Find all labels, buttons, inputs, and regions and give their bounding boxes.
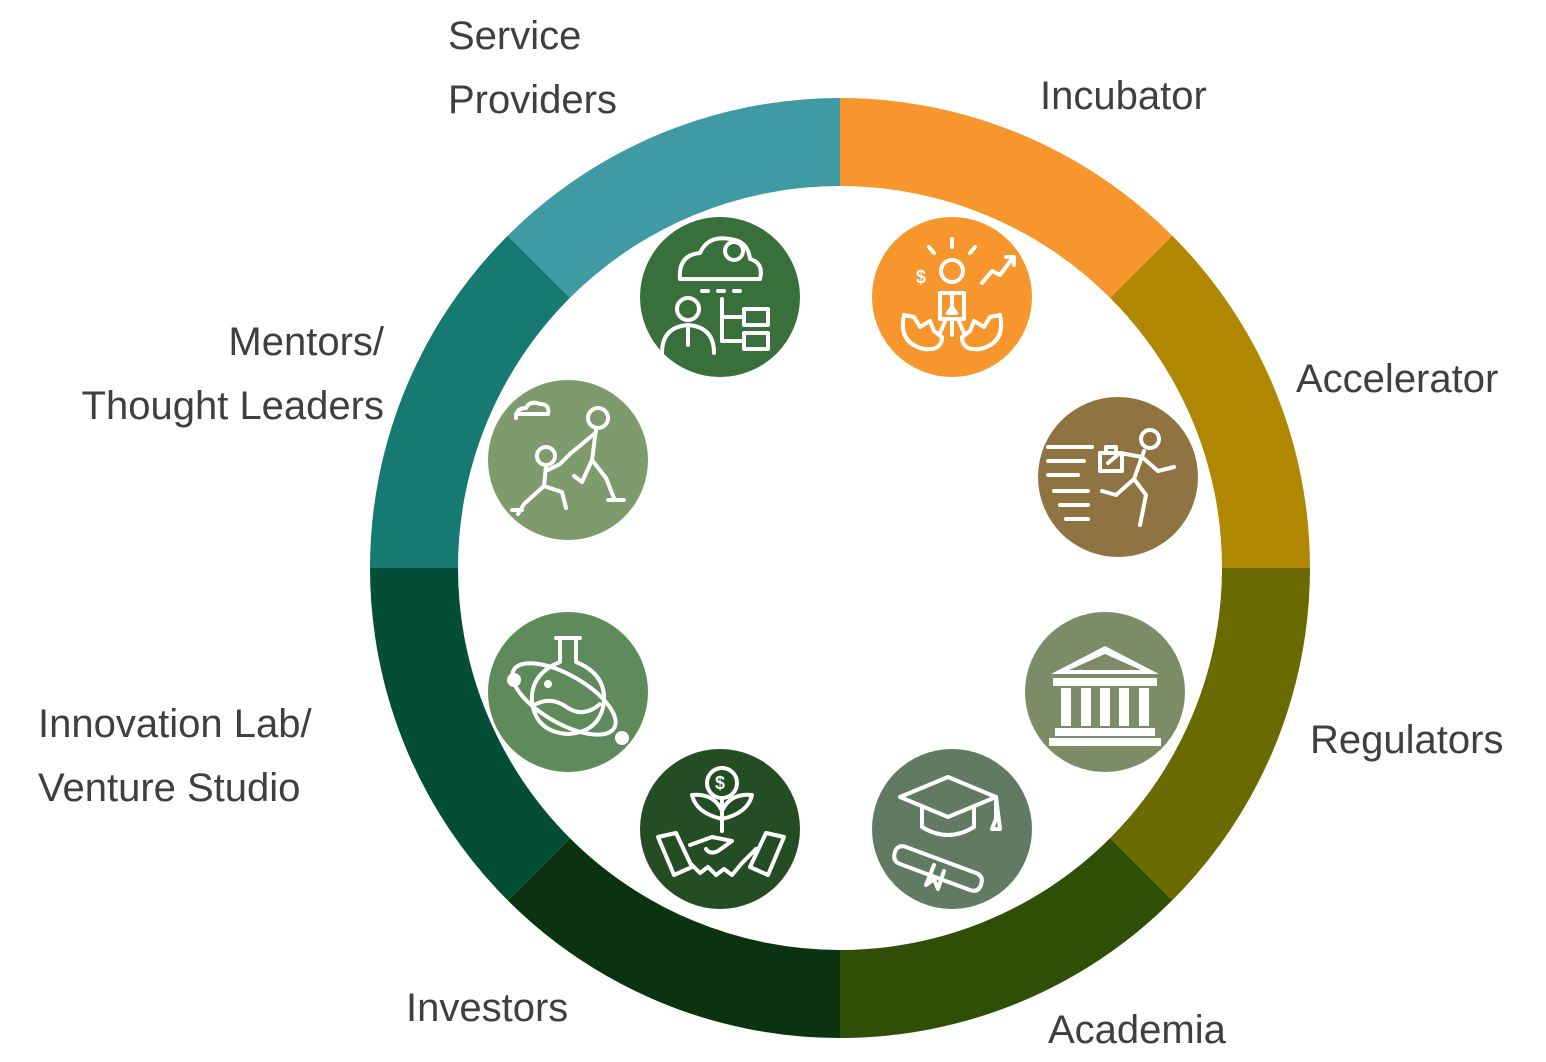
label-investors-line: Investors (406, 986, 569, 1030)
segment-regulators (1110, 568, 1310, 901)
label-mentors: Mentors/ Thought Leaders (82, 310, 384, 438)
segment-incubator (840, 98, 1173, 298)
segment-innovation-lab (370, 568, 570, 901)
helping-hand-climb-icon (488, 380, 648, 540)
segment-service-providers (507, 98, 840, 298)
label-innovation-lab-line-2: Venture Studio (38, 766, 301, 810)
label-regulators: Regulators (1310, 708, 1503, 772)
label-accelerator-line: Accelerator (1296, 357, 1499, 401)
label-regulators-line: Regulators (1310, 718, 1504, 762)
segment-investors (507, 838, 840, 1038)
label-accelerator: Accelerator (1296, 347, 1498, 411)
label-service-providers-line-1: Service (448, 14, 582, 58)
label-innovation-lab-line-1: Innovation Lab/ (38, 702, 312, 746)
label-academia-line: Academia (1048, 1008, 1226, 1052)
label-service-providers: Service Providers (448, 4, 617, 132)
svg-text:$: $ (715, 773, 725, 793)
running-man-stairs-icon (1038, 397, 1198, 557)
hatching-egg-startup-icon: $ (872, 217, 1032, 377)
graduation-cap-diploma-icon (872, 749, 1032, 909)
label-incubator: Incubator (1040, 64, 1207, 128)
svg-text:$: $ (916, 267, 926, 287)
flask-atom-icon (488, 612, 648, 772)
segment-accelerator (1110, 235, 1310, 568)
label-investors: Investors (406, 976, 568, 1040)
person-cloud-network-icon (640, 217, 800, 377)
label-incubator-line: Incubator (1040, 74, 1207, 118)
handshake-money-plant-icon: $ (640, 749, 800, 909)
label-service-providers-line-2: Providers (448, 78, 617, 122)
label-mentors-line-1: Mentors/ (228, 320, 384, 364)
label-academia: Academia (1048, 998, 1226, 1062)
government-building-icon (1025, 612, 1185, 772)
label-mentors-line-2: Thought Leaders (81, 384, 384, 428)
label-innovation-lab: Innovation Lab/ Venture Studio (38, 692, 312, 820)
segment-academia (840, 838, 1173, 1038)
segment-mentors (370, 235, 570, 568)
